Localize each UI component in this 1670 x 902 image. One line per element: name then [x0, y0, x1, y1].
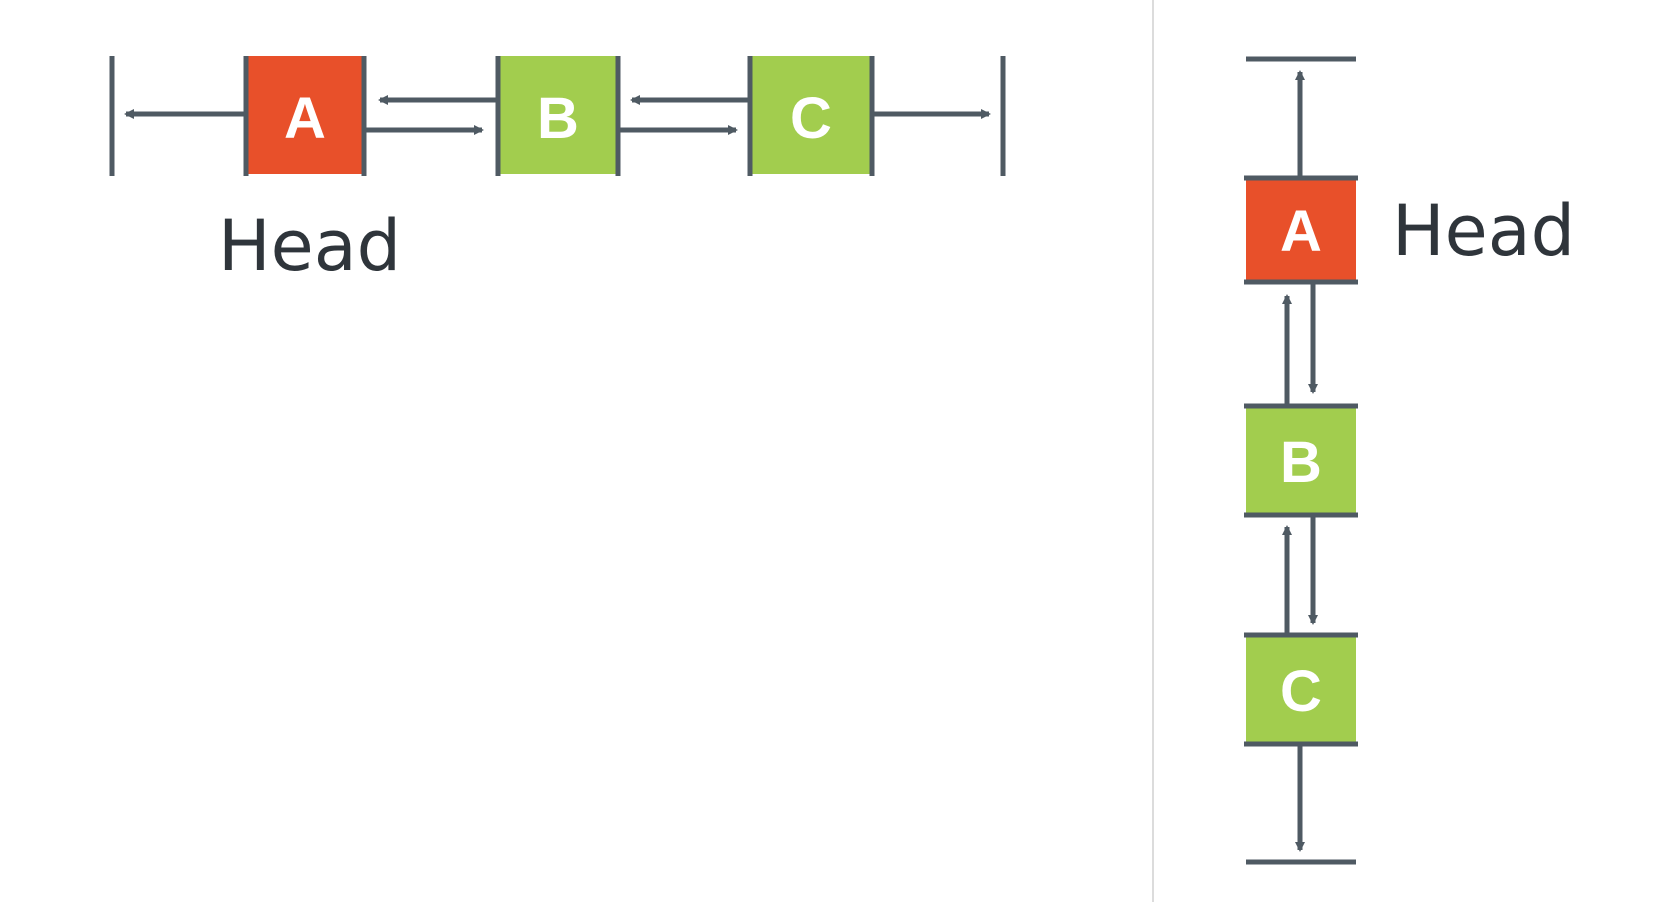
node-b: B	[1244, 403, 1358, 518]
node-label: B	[537, 86, 579, 151]
node-b: B	[495, 56, 621, 176]
node-a: A	[1244, 175, 1358, 285]
horizontal-list: A B C Head	[109, 56, 1006, 287]
node-label: A	[284, 86, 326, 151]
vertical-list: A B C Head	[1244, 56, 1575, 865]
node-label: C	[790, 86, 832, 151]
node-a: A	[243, 56, 367, 176]
head-label: Head	[218, 205, 401, 287]
node-c: C	[1244, 632, 1358, 747]
node-label: A	[1280, 199, 1322, 264]
node-c: C	[747, 56, 875, 176]
node-label: B	[1280, 430, 1322, 495]
head-label: Head	[1392, 190, 1575, 272]
node-label: C	[1280, 659, 1322, 724]
